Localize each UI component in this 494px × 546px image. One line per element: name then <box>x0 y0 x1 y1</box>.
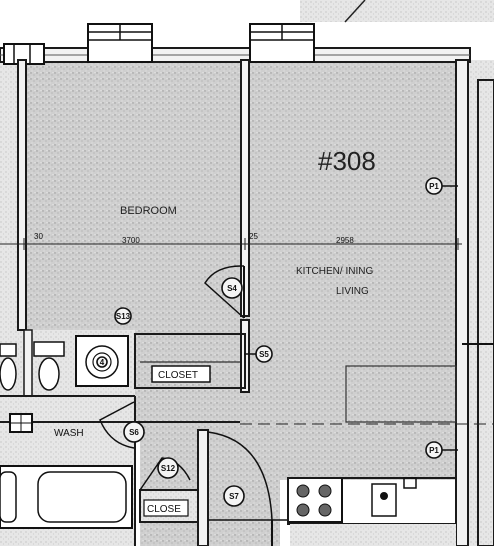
door-tag-s6: S6 <box>123 421 145 443</box>
kitchen-living-area <box>246 60 458 480</box>
window-tag-p1-lower: P1 <box>425 441 443 459</box>
door-tag-s7: S7 <box>223 485 245 507</box>
dimension-left-offset: 30 <box>34 232 43 241</box>
bathtub <box>0 465 133 529</box>
window-tag-p1-upper: P1 <box>425 177 443 195</box>
closet-lower-label-box <box>143 499 189 517</box>
door-swing-s4 <box>204 265 245 319</box>
door-tag-s4: S4 <box>221 277 243 299</box>
svg-text:P1: P1 <box>429 446 439 455</box>
bathroom-wall-block <box>23 329 33 397</box>
counter-square <box>403 477 417 489</box>
kitchen-label-line2: LIVING <box>336 286 369 297</box>
dimension-bedroom-width: 3700 <box>122 236 140 245</box>
top-diagonal-line <box>344 0 366 23</box>
left-strip <box>0 60 22 330</box>
right-wall <box>455 59 469 546</box>
kitchen-label-line1: KITCHEN/ INING <box>296 266 373 277</box>
stove <box>287 477 343 523</box>
right-neighbor-wall <box>477 79 494 546</box>
door-tag-s13: S13 <box>114 307 132 325</box>
washer-box <box>9 413 33 433</box>
left-wall <box>17 59 27 331</box>
svg-text:S7: S7 <box>229 492 239 501</box>
counter-strip <box>290 524 456 546</box>
door-tag-s12: S12 <box>157 457 179 479</box>
bedroom-area <box>24 60 246 322</box>
toilet-right <box>33 341 65 391</box>
top-strip <box>300 0 494 22</box>
unit-number: #308 <box>318 146 376 176</box>
window-bedroom <box>87 23 153 63</box>
toilet-left <box>0 343 17 391</box>
svg-text:S13: S13 <box>116 312 131 321</box>
entry-area <box>140 422 280 546</box>
closet-lower-label: CLOSE <box>147 504 181 515</box>
svg-text:S6: S6 <box>129 428 139 437</box>
bedroom-label: BEDROOM <box>120 205 177 217</box>
door-tag-s5: S5 <box>255 345 273 363</box>
door-tag-bath: 4 <box>96 356 108 368</box>
svg-text:4: 4 <box>100 358 105 367</box>
wash-label: WASH <box>54 428 84 439</box>
svg-text:S4: S4 <box>227 284 237 293</box>
right-strip <box>466 60 494 546</box>
door-swing-s6 <box>99 401 135 449</box>
kitchen-sink <box>371 483 397 517</box>
svg-text:S5: S5 <box>259 350 269 359</box>
door-swing-s7 <box>207 431 273 521</box>
dimension-kitchen-width: 2958 <box>336 236 354 245</box>
dimension-wall-gap: 25 <box>249 232 258 241</box>
dimension-line <box>0 238 462 250</box>
kitchen-island-outline <box>345 365 457 423</box>
closet-upper-outline <box>134 333 246 389</box>
closet-upper-label-box <box>151 365 211 383</box>
window-living <box>249 23 315 63</box>
svg-text:S12: S12 <box>161 464 176 473</box>
entry-wall-left <box>197 429 209 546</box>
svg-text:P1: P1 <box>429 182 439 191</box>
closet-upper-label: CLOSET <box>158 370 198 381</box>
